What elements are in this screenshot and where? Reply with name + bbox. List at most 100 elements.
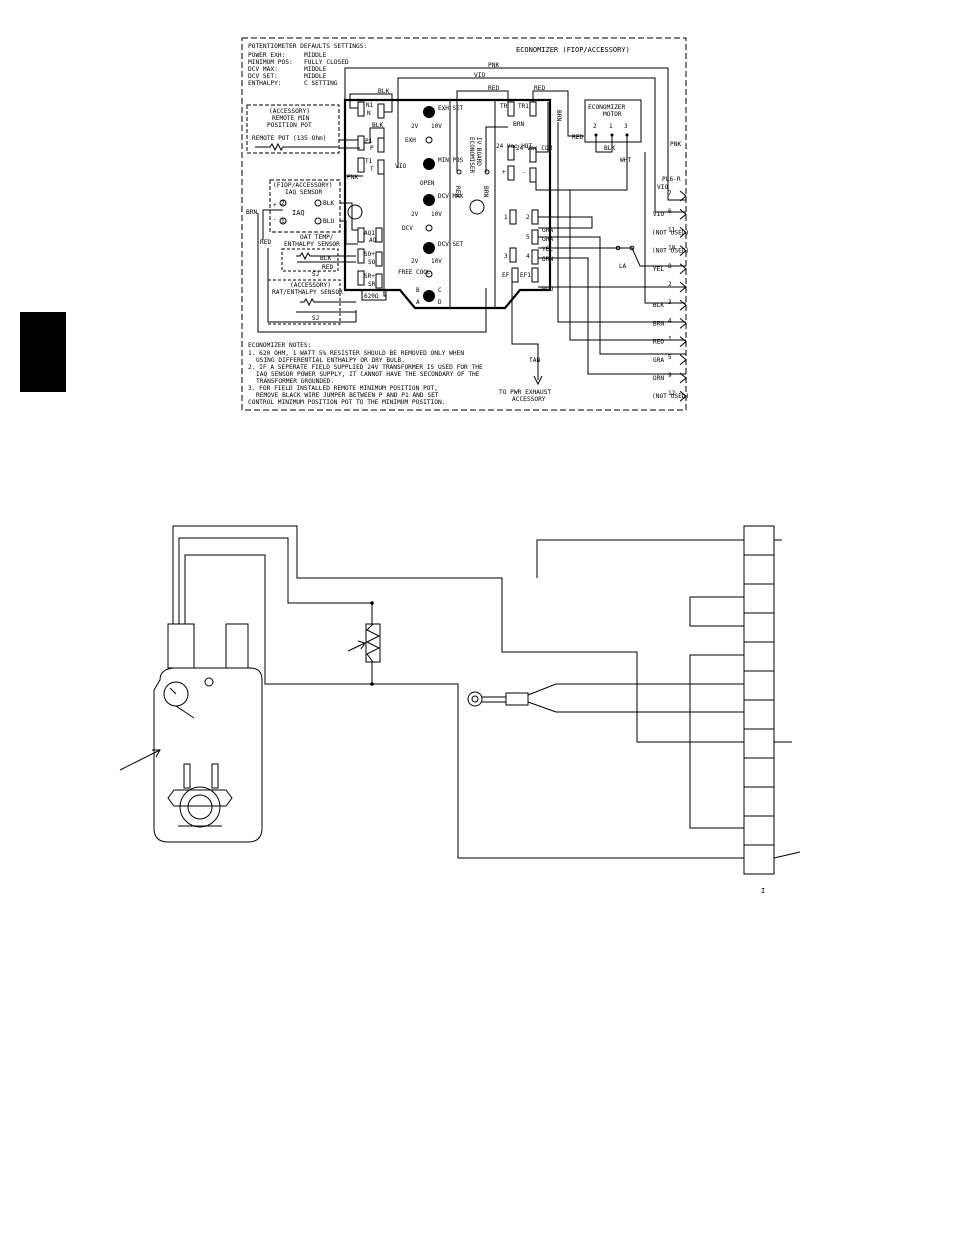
oat-sensor: OAT TEMP/ ENTHALPY SENSOR BLK RED SJ — [281, 234, 356, 278]
terminal-label: AQ — [369, 237, 377, 244]
economizer-notes: ECONOMIZER NOTES: 1. 620 OHM, 1 WATT 5% … — [248, 342, 483, 406]
remote-pot-title: REMOTE MIN — [272, 115, 310, 122]
actuator-wires — [172, 525, 744, 859]
iaq-frame — [269, 179, 341, 233]
damper-clamp-icon — [179, 786, 221, 828]
right-terminal — [529, 101, 537, 117]
note-line: USING DIFFERENTIAL ENTHALPY OR DRY BULB. — [256, 357, 405, 364]
connector-pin-icon — [679, 263, 687, 275]
connector-pin-label: RED — [653, 339, 664, 346]
left-terminal — [357, 101, 365, 117]
rat-resistor-icon — [300, 298, 356, 307]
connector-pin-icon — [679, 245, 687, 256]
right-terminal — [511, 267, 519, 283]
board-mount-hole — [347, 204, 363, 220]
left-terminal — [375, 251, 383, 267]
resistor-box — [361, 289, 387, 301]
iaq-center-label: IAQ — [292, 209, 305, 217]
wire-blk — [364, 127, 385, 144]
default-name: MINIMUM POS: — [248, 59, 293, 66]
terminal-label: SO — [368, 259, 376, 266]
right-terminal — [507, 101, 515, 117]
wire-red — [456, 90, 509, 172]
terminal-label: EF — [502, 272, 510, 279]
iaq-terminal-label: 1 — [281, 218, 285, 225]
motor-title: MOTOR — [603, 111, 622, 118]
wire-label: YEL — [542, 246, 553, 253]
led-label: DCV — [402, 225, 413, 232]
left-terminal — [357, 157, 365, 173]
jumpers — [689, 596, 744, 829]
connector-pin-label: YEL — [653, 266, 664, 273]
connector-pin-number: 10 — [668, 245, 676, 252]
terminal-label: 1 — [504, 214, 508, 221]
terminal-strip: I — [743, 525, 801, 895]
connector-pin-number: 2 — [668, 281, 672, 288]
wire-sensor — [267, 248, 357, 323]
voltage-label: 2V — [411, 123, 419, 130]
connector-name: PL6-R — [662, 176, 681, 183]
clamp-bolt — [183, 763, 191, 789]
rat-sj: SJ — [312, 315, 319, 322]
wire-brn — [257, 213, 487, 333]
connector-pin-icon — [679, 372, 687, 384]
la-label: LA — [619, 263, 627, 270]
left-terminal — [377, 159, 385, 175]
wire-label: GRA — [542, 227, 553, 234]
iaq-minus: - — [273, 216, 277, 223]
oat-title: OAT TEMP/ — [300, 234, 334, 241]
wire-brn — [485, 126, 508, 172]
terminal-label: T — [370, 166, 374, 173]
jumper-wire — [689, 596, 744, 627]
resistor-icon — [347, 623, 381, 663]
resistor-zigzag — [365, 623, 381, 663]
wire-label: GRA — [542, 236, 553, 243]
wire-blk — [340, 202, 358, 231]
economizer-schematic: ECONOMIZER (FIOP/ACCESSORY) POTENTIOMETE… — [241, 37, 689, 411]
wire-wht — [535, 136, 628, 191]
schematic-title: ECONOMIZER (FIOP/ACCESSORY) — [516, 46, 630, 54]
wire-labels: PNK VIO BLK BLK RED RED BRN BRN RED BLK … — [246, 62, 681, 403]
switch-contact — [629, 245, 635, 251]
connector-pin-icon — [679, 281, 687, 293]
connector-pin-icon — [679, 299, 687, 311]
wire-label: VIO — [395, 163, 406, 170]
wire-label: BRN — [555, 110, 562, 121]
connector-pin-label: (NOT USED) — [652, 393, 689, 400]
notes-heading: ECONOMIZER NOTES: — [248, 342, 311, 349]
default-value: MIDDLE — [304, 66, 327, 73]
default-value: MIDDLE — [304, 73, 327, 80]
motor-pin — [594, 133, 598, 137]
default-name: DCV SET: — [248, 73, 278, 80]
board-label: ECONOMISER — [468, 137, 475, 174]
iaq-terminal-icon — [314, 217, 322, 225]
gauge-needle — [169, 687, 177, 695]
iaq-terminal-icon — [279, 217, 287, 225]
wire-label: PNK — [347, 174, 358, 181]
wire-gra — [538, 216, 593, 229]
right-terminal — [531, 209, 539, 225]
pwr-exhaust-label: TO PWR EXHAUST — [499, 389, 551, 396]
terminal-label: P — [370, 145, 374, 152]
connector-pin-number: 3 — [668, 299, 672, 306]
connector-pin-number: 6 — [668, 208, 672, 215]
rat-title: (ACCESSORY) — [290, 282, 331, 289]
connector-pin-label: (NOT USED) — [652, 229, 689, 236]
right-terminal — [529, 147, 537, 163]
iaq-plus: + — [273, 202, 277, 209]
wire-label: PNK — [670, 141, 681, 148]
junction-dot — [370, 682, 374, 686]
callout-leader — [119, 749, 161, 771]
default-value: MIDDLE — [304, 52, 327, 59]
connector-pin-number: 4 — [668, 317, 672, 324]
rat-sensor: (ACCESSORY) RAT/ENTHALPY SENSOR SJ — [267, 279, 356, 325]
led-icon — [425, 270, 433, 278]
left-terminal — [375, 227, 383, 243]
wire-label: VIO — [657, 184, 668, 191]
wire-label: ORN — [542, 256, 553, 263]
remote-pot-title: POSITION POT — [267, 122, 312, 129]
terminal-label: 24 Vac COM — [516, 145, 553, 152]
motor-pin-label: 1 — [609, 123, 613, 130]
note-line: CONTROL MINIMUM POSITION POT TO THE MINI… — [248, 399, 445, 406]
defaults-heading: POTENTIOMETER DEFAULTS SETTINGS: — [248, 43, 367, 50]
